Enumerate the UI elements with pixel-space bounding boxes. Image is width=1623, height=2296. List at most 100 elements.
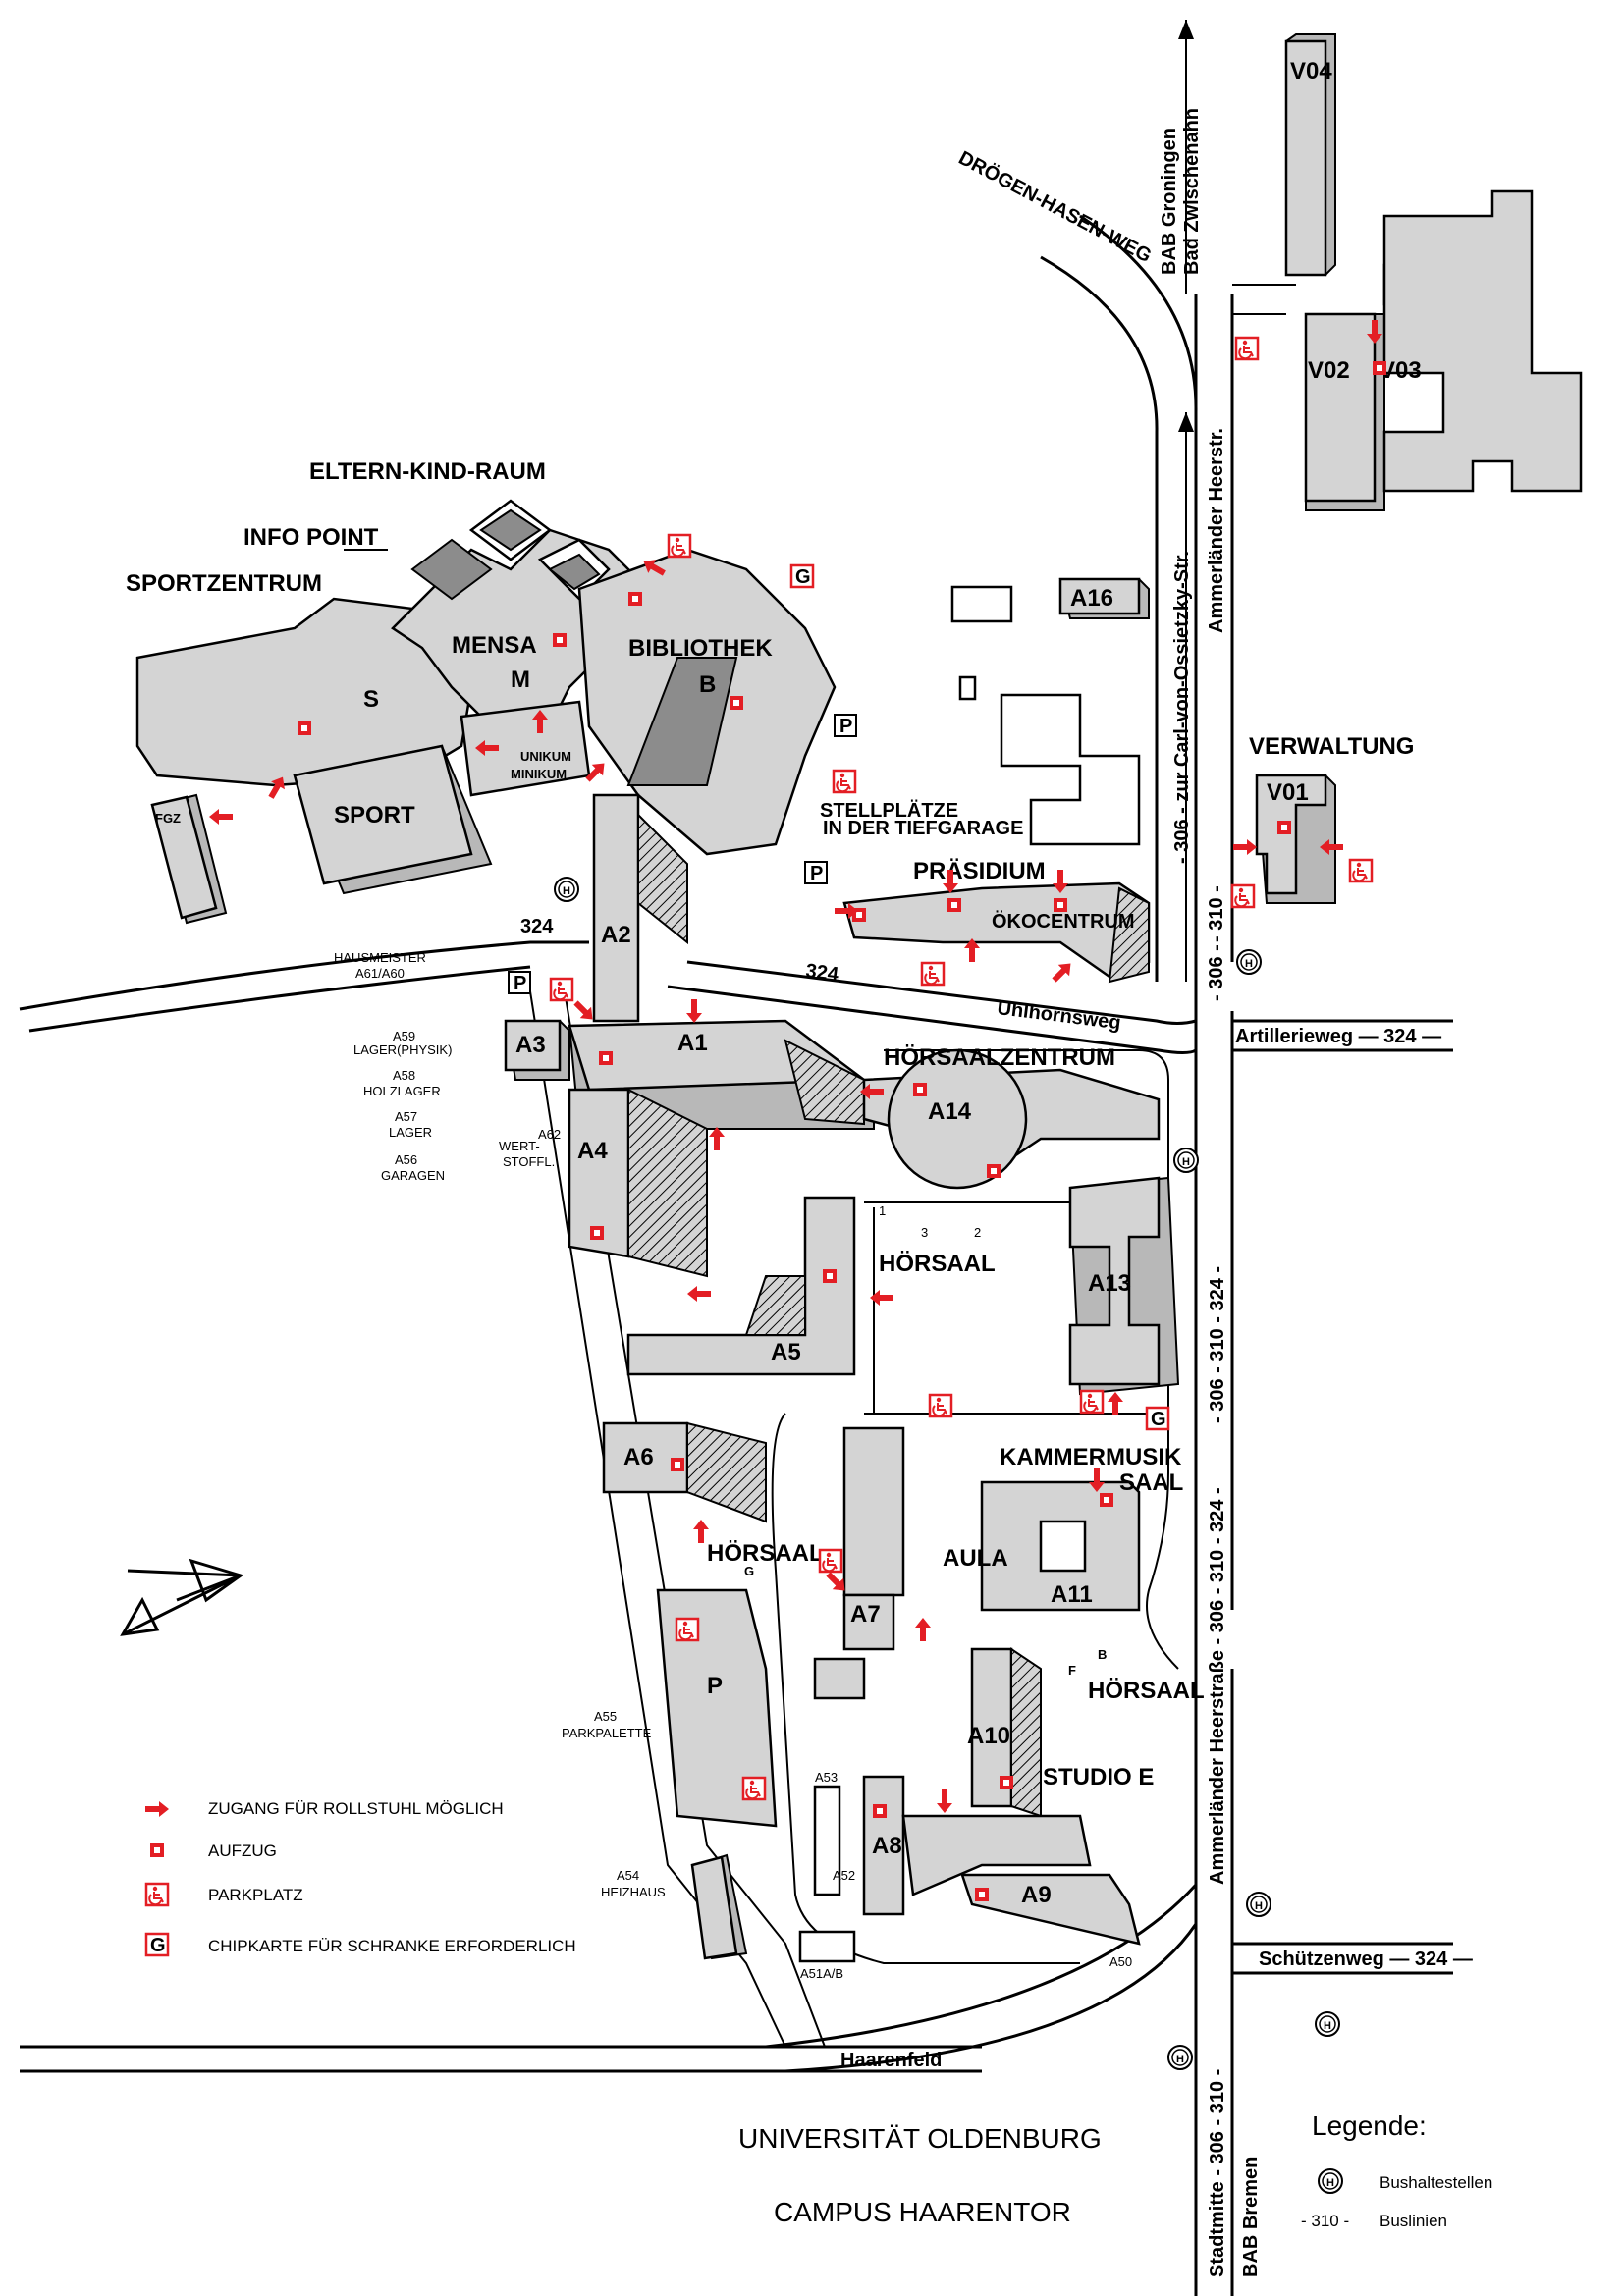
- svg-text:- 306 -: - 306 -: [1206, 944, 1227, 1001]
- building-a14[interactable]: A14 HÖRSAALZENTRUM: [862, 1044, 1161, 1190]
- hall-b: B: [1098, 1647, 1107, 1662]
- building-a4[interactable]: A4: [568, 1088, 708, 1278]
- svg-text:G: G: [1151, 1409, 1166, 1430]
- label-hoersaal-1: HÖRSAAL: [879, 1251, 996, 1277]
- label-v02: V02: [1308, 357, 1350, 384]
- svg-text:DRÖGEN-HASEN-WEG: DRÖGEN-HASEN-WEG: [955, 146, 1156, 267]
- label-sport: SPORT: [334, 802, 415, 828]
- label-minikum: MINIKUM: [511, 767, 567, 781]
- label-a3: A3: [515, 1032, 546, 1058]
- building-praesidium[interactable]: PRÄSIDIUM ÖKOCENTRUM: [842, 858, 1151, 984]
- direction-arrows: [1178, 20, 1194, 432]
- label-v03: V03: [1380, 357, 1422, 384]
- label-hoersaalzentrum: HÖRSAALZENTRUM: [884, 1044, 1115, 1071]
- svg-text:HOLZLAGER: HOLZLAGER: [363, 1084, 441, 1098]
- label-a10: A10: [967, 1723, 1010, 1749]
- label-stellplaetze-1: STELLPLÄTZE: [820, 799, 958, 822]
- label-a9: A9: [1021, 1882, 1052, 1908]
- svg-text:Schützenweg — 324 —: Schützenweg — 324 —: [1259, 1949, 1473, 1970]
- label-mensa: MENSA: [452, 632, 537, 659]
- svg-text:GARAGEN: GARAGEN: [381, 1168, 445, 1183]
- hall-2: 2: [974, 1225, 981, 1240]
- svg-text:Haarenfeld: Haarenfeld: [840, 2050, 942, 2071]
- building-bibliothek[interactable]: BIBLIOTHEK B STELLPLÄTZE IN DER TIEFGARA…: [577, 548, 1023, 856]
- label-v01: V01: [1267, 779, 1309, 806]
- svg-text:A53: A53: [815, 1770, 838, 1785]
- svg-text:A54: A54: [617, 1868, 639, 1883]
- label-a13: A13: [1088, 1270, 1131, 1297]
- label-b: B: [699, 671, 716, 698]
- building-a9[interactable]: A9: [960, 1873, 1141, 1946]
- svg-text:A62: A62: [538, 1127, 561, 1142]
- svg-text:Legende:: Legende:: [1312, 2110, 1427, 2141]
- svg-text:A58: A58: [393, 1068, 415, 1083]
- svg-text:BAB Bremen: BAB Bremen: [1240, 2157, 1262, 2277]
- svg-text:A50: A50: [1109, 1954, 1132, 1969]
- label-fgz: FGZ: [155, 811, 181, 826]
- label-aula: AULA: [943, 1545, 1008, 1572]
- parking-p-signs: P P P: [508, 714, 857, 994]
- label-a4: A4: [577, 1138, 608, 1164]
- hall-1: 1: [879, 1203, 886, 1218]
- svg-text:PARKPALETTE: PARKPALETTE: [562, 1726, 652, 1740]
- svg-text:324: 324: [804, 960, 840, 986]
- svg-text:Uhlhornsweg: Uhlhornsweg: [996, 997, 1121, 1034]
- svg-text:BAB Groningen: BAB Groningen: [1159, 128, 1180, 275]
- label-hoersaal-2: HÖRSAAL: [707, 1540, 824, 1567]
- svg-text:Stadtmitte - 306 - 310 -: Stadtmitte - 306 - 310 -: [1207, 2069, 1228, 2277]
- svg-text:PARKPLATZ: PARKPLATZ: [208, 1886, 303, 1904]
- building-a51[interactable]: [798, 1930, 856, 1963]
- hall-f: F: [1068, 1663, 1076, 1678]
- building-a16[interactable]: A16: [1058, 577, 1150, 619]
- svg-text:- 310 -: - 310 -: [1206, 885, 1227, 942]
- label-a6: A6: [623, 1444, 654, 1470]
- label-v04: V04: [1290, 58, 1332, 84]
- building-a10[interactable]: A10: [967, 1647, 1042, 1818]
- building-a6[interactable]: A6: [602, 1421, 767, 1523]
- building-sport[interactable]: SPORT: [293, 744, 493, 895]
- svg-text:Bad Zwischenahn: Bad Zwischenahn: [1181, 108, 1203, 275]
- building-a54[interactable]: [690, 1853, 748, 1960]
- building-a2[interactable]: A2: [592, 793, 688, 1023]
- building-a7[interactable]: A7: [813, 1426, 905, 1700]
- parking-p1: P: [707, 1673, 723, 1699]
- building-v01[interactable]: V01 VERWALTUNG: [1249, 733, 1414, 904]
- svg-text:P: P: [514, 973, 526, 994]
- title-line-2: CAMPUS HAARENTOR: [774, 2197, 1071, 2227]
- svg-text:LAGER: LAGER: [389, 1125, 432, 1140]
- svg-text:Ammerländer Heerstraße - 306 -: Ammerländer Heerstraße - 306 - 310 - 324…: [1207, 1487, 1228, 1885]
- svg-text:G: G: [150, 1935, 166, 1956]
- svg-text:A57: A57: [395, 1109, 417, 1124]
- building-a11[interactable]: A11 AULA KAMMERMUSIK SAAL: [943, 1444, 1183, 1612]
- building-a5[interactable]: A5: [626, 1196, 856, 1376]
- label-a7: A7: [850, 1601, 881, 1628]
- svg-text:A51A/B: A51A/B: [800, 1966, 843, 1981]
- label-m: M: [511, 667, 530, 693]
- svg-text:A52: A52: [833, 1868, 855, 1883]
- label-unikum: UNIKUM: [520, 749, 571, 764]
- svg-text:A56: A56: [395, 1152, 417, 1167]
- svg-text:A59: A59: [393, 1029, 415, 1043]
- building-v04[interactable]: V04: [1284, 33, 1336, 278]
- building-a55[interactable]: P: [656, 1588, 778, 1828]
- svg-text:HAUSMEISTER: HAUSMEISTER: [334, 950, 426, 965]
- outline-building: [958, 675, 977, 701]
- building-fgz[interactable]: FGZ: [150, 793, 228, 925]
- svg-text:Bushaltestellen: Bushaltestellen: [1380, 2173, 1492, 2192]
- label-bibliothek: BIBLIOTHEK: [628, 635, 773, 662]
- label-sportzentrum: SPORTZENTRUM: [126, 570, 322, 597]
- building-v02-v03[interactable]: V02 V03: [1304, 189, 1583, 511]
- label-saal: SAAL: [1119, 1469, 1183, 1496]
- outline-building: [950, 585, 1013, 623]
- svg-text:Buslinien: Buslinien: [1380, 2212, 1447, 2230]
- building-a53[interactable]: [813, 1785, 841, 1896]
- svg-text:ZUGANG FÜR ROLLSTUHL MÖGLICH: ZUGANG FÜR ROLLSTUHL MÖGLICH: [208, 1799, 504, 1818]
- svg-text:Artillerieweg — 324 —: Artillerieweg — 324 —: [1235, 1026, 1441, 1047]
- building-a3[interactable]: A3: [504, 1019, 570, 1081]
- building-a13[interactable]: A13: [1068, 1176, 1180, 1396]
- label-stellplaetze-2: IN DER TIEFGARAGE: [823, 818, 1023, 839]
- svg-text:324: 324: [520, 916, 554, 937]
- label-info-point: INFO POINT: [243, 524, 379, 551]
- outline-building: [1000, 693, 1141, 846]
- svg-text:A61/A60: A61/A60: [355, 966, 405, 981]
